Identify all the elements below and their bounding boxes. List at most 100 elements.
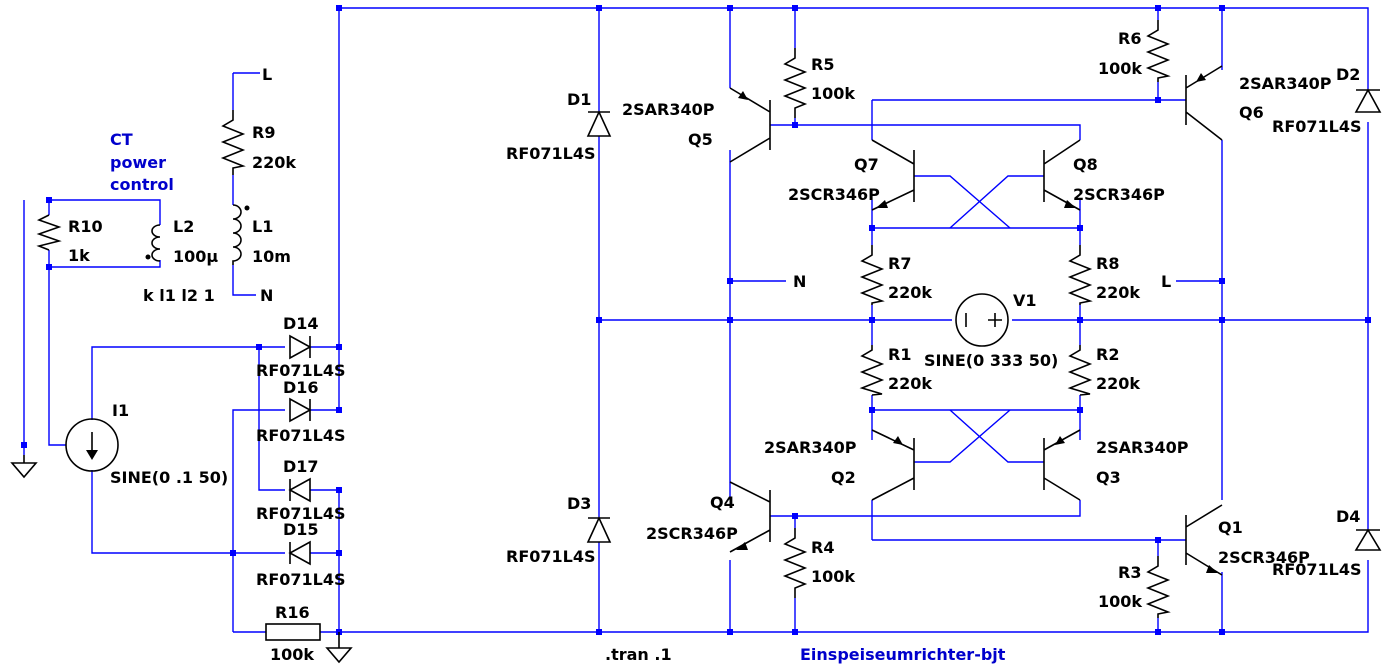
resistor-R5 [782,48,808,118]
transistor-Q3 [1043,429,1081,501]
value-V1: SINE(0 333 50) [924,351,1058,370]
transistors [729,65,1223,576]
ref-D17: D17 [283,457,319,476]
value-D4: RF071L4S [1272,560,1362,579]
transistor-Q5 [729,87,771,163]
ref-D1: D1 [567,90,591,109]
resistor-R3 [1145,556,1171,618]
ground-icon [10,462,38,479]
transistor-Q2 [871,429,915,501]
ref-R8: R8 [1096,254,1119,273]
diode-D2 [1354,88,1382,113]
value-D14: RF071L4S [256,361,346,380]
inductor-L2 [151,224,161,262]
value-R10: 1k [68,246,90,265]
value-R16: 100k [270,645,314,664]
ref-D15: D15 [283,520,319,539]
ref-R4: R4 [811,538,834,557]
ref-Q1: Q1 [1218,518,1243,537]
inductor-L1 [232,204,242,265]
net-label-L: L [1161,272,1171,291]
value-Q4: 2SCR346P [646,524,738,543]
value-Q1: 2SCR346P [1218,548,1310,567]
value-D3: RF071L4S [506,547,596,566]
comment-line: CT [110,130,133,149]
value-R4: 100k [811,567,855,586]
current-source-I1 [65,418,119,472]
comment-line: control [110,175,174,194]
resistor-R6 [1145,20,1171,82]
net-label-L: L [262,65,272,84]
ref-R1: R1 [888,345,911,364]
value-D15: RF071L4S [256,570,346,589]
value-Q2: 2SAR340P [764,438,857,457]
ref-L2: L2 [173,217,194,236]
resistors [36,20,1171,641]
resistor-R4 [782,528,808,598]
resistor-R1 [859,345,885,396]
value-Q6: 2SAR340P [1239,74,1332,93]
schematic-title: Einspeiseumrichter-bjt [800,645,1006,664]
ref-D2: D2 [1336,65,1360,84]
diode-D4 [1354,528,1382,551]
value-R1: 220k [888,374,932,393]
ground-symbols [10,455,353,664]
net-label-N: N [260,286,273,305]
ref-Q2: Q2 [831,468,856,487]
resistor-R7 [859,245,885,305]
value-D17: RF071L4S [256,504,346,523]
value-R2: 220k [1096,374,1140,393]
diode-D3 [586,516,612,543]
ref-Q8: Q8 [1073,155,1098,174]
transistor-Q8 [1043,139,1081,211]
value-Q8: 2SCR346P [1073,185,1165,204]
ref-R7: R7 [888,254,911,273]
junctions [21,5,1371,635]
diodes [288,88,1382,566]
resistor-R16 [265,623,321,641]
ref-R3: R3 [1118,563,1141,582]
value-R6: 100k [1098,59,1142,78]
resistor-R8 [1067,245,1093,305]
ref-D3: D3 [567,494,591,513]
resistor-R9 [220,110,246,175]
ref-Q6: Q6 [1239,103,1264,122]
ref-Q3: Q3 [1096,468,1121,487]
diode-D14 [289,334,312,360]
resistor-R2 [1067,345,1093,396]
ref-D4: D4 [1336,507,1360,526]
ref-L1: L1 [252,217,273,236]
ref-V1: V1 [1013,291,1037,310]
value-Q7: 2SCR346P [788,185,880,204]
ref-R9: R9 [252,123,275,142]
ref-Q7: Q7 [854,155,879,174]
value-R3: 100k [1098,592,1142,611]
ref-R10: R10 [68,217,103,236]
spice-directive: .tran .1 [605,645,672,664]
transistor-Q7 [871,139,915,211]
labels: L N N L CT power control k l1 l2 1 L1 10… [68,29,1362,664]
net-label-N: N [793,272,806,291]
ref-Q4: Q4 [710,493,735,512]
diode-D16 [289,397,312,423]
value-D1: RF071L4S [506,144,596,163]
value-D2: RF071L4S [1272,117,1362,136]
coupling-directive: k l1 l2 1 [143,286,215,305]
voltage-source-V1 [955,293,1009,347]
ground-icon [325,647,353,664]
value-L1: 10m [252,247,291,266]
value-D16: RF071L4S [256,426,346,445]
diode-D15 [288,540,311,566]
ref-Q5: Q5 [688,130,713,149]
transistor-Q4 [729,481,771,553]
inductors [145,204,250,265]
resistor-R10 [36,214,62,251]
value-R9: 220k [252,153,296,172]
ref-R2: R2 [1096,345,1119,364]
value-R5: 100k [811,84,855,103]
value-I1: SINE(0 .1 50) [110,468,228,487]
transistor-Q6 [1185,65,1223,141]
value-R7: 220k [888,283,932,302]
ref-R5: R5 [811,55,834,74]
